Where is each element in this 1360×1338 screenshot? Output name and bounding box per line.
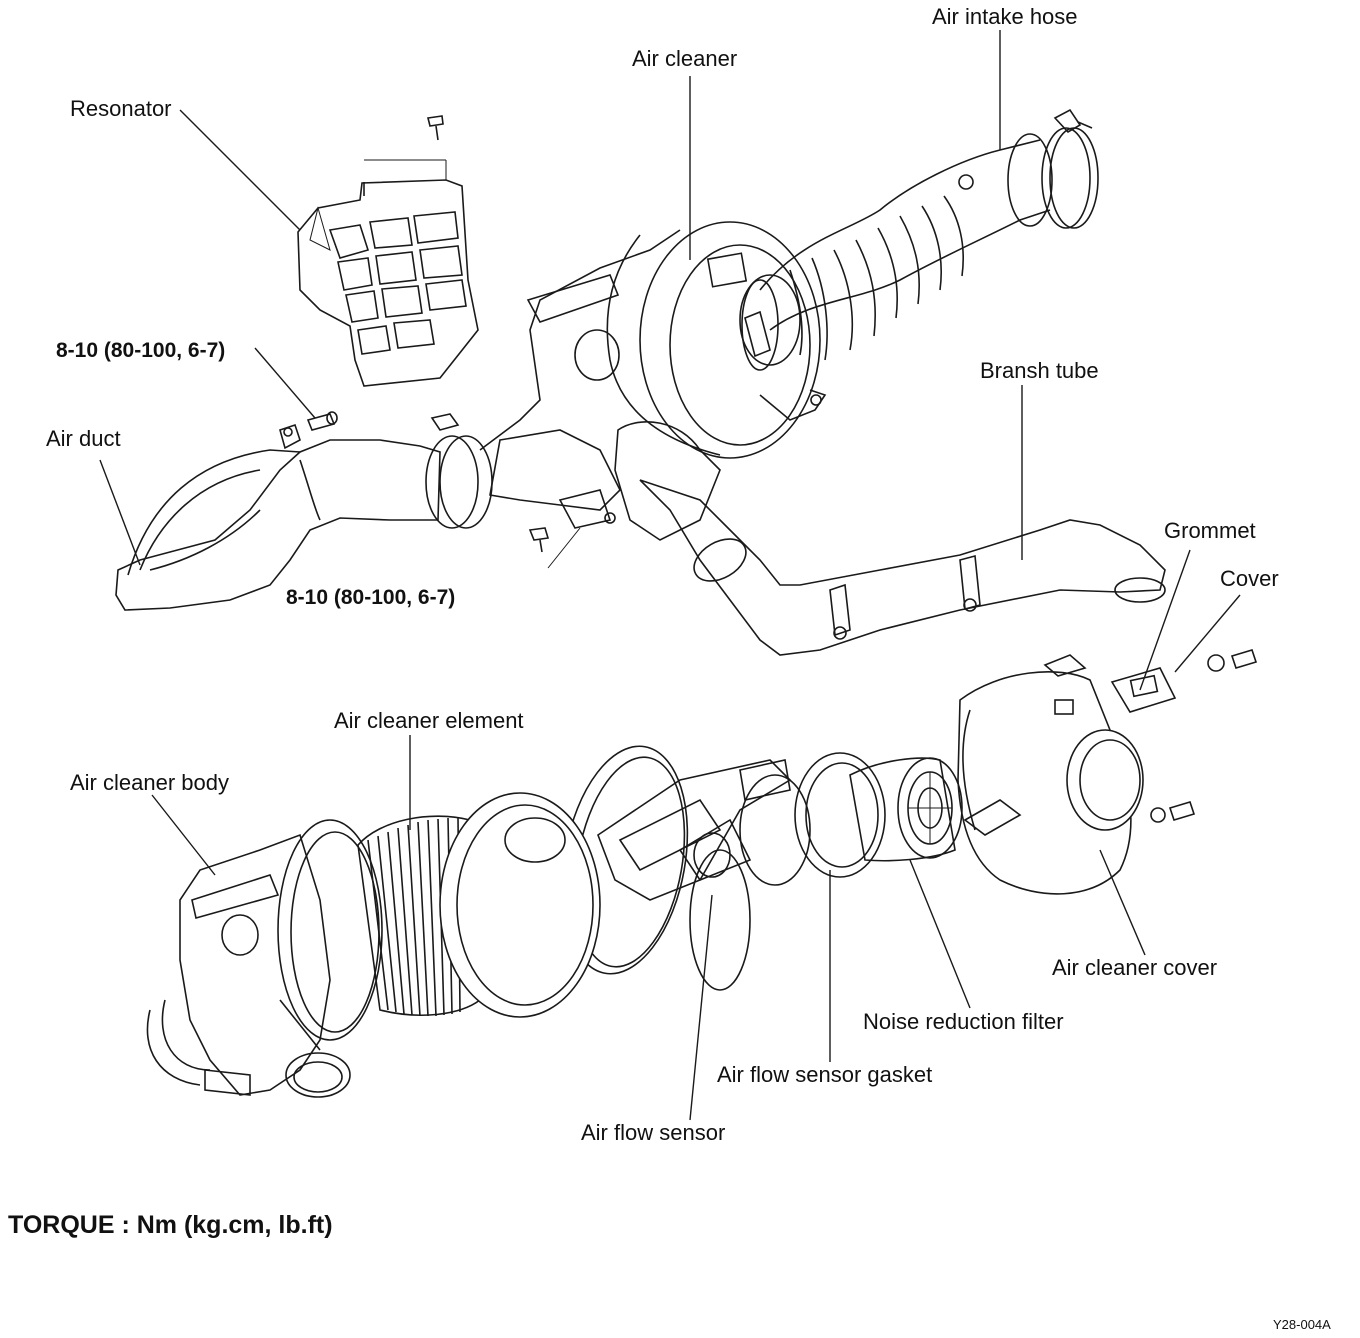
air-duct-part [115, 411, 493, 611]
figure-code: Y28-004A [1273, 1317, 1331, 1332]
label-air-flow-sensor: Air flow sensor [581, 1120, 726, 1145]
label-air-cleaner-body: Air cleaner body [70, 770, 229, 795]
air-flow-sensor-part [597, 759, 811, 901]
label-torque-top: 8-10 (80-100, 6-7) [56, 339, 226, 362]
leader-lines [99, 30, 1241, 1121]
resonator-part [297, 115, 479, 387]
torque-units-note: TORQUE : Nm (kg.cm, lb.ft) [8, 1211, 333, 1239]
label-bransh-tube: Bransh tube [980, 358, 1099, 383]
label-air-cleaner-element: Air cleaner element [334, 708, 524, 733]
label-air-intake-hose: Air intake hose [932, 4, 1078, 29]
grommet-cover-part [1110, 649, 1258, 823]
label-air-flow-sensor-gasket: Air flow sensor gasket [717, 1062, 933, 1087]
air-cleaner-cover-part [957, 654, 1144, 895]
bransh-tube-part [639, 479, 1166, 656]
label-air-cleaner: Air cleaner [632, 46, 738, 71]
noise-reduction-filter-part [849, 757, 963, 862]
label-air-duct: Air duct [46, 426, 121, 451]
label-noise-reduction-filter: Noise reduction filter [863, 1009, 1064, 1034]
label-torque-mid: 8-10 (80-100, 6-7) [286, 586, 456, 609]
label-grommet: Grommet [1164, 518, 1256, 543]
air-cleaner-assembly-part [479, 221, 827, 569]
air-flow-sensor-gasket-part [794, 752, 886, 878]
air-cleaner-body-part [146, 833, 351, 1098]
label-resonator: Resonator [70, 96, 172, 121]
air-intake-hose-part [741, 108, 1099, 371]
label-cover: Cover [1220, 566, 1279, 591]
label-air-cleaner-cover: Air cleaner cover [1052, 955, 1218, 980]
air-cleaner-element-part [357, 792, 601, 1018]
